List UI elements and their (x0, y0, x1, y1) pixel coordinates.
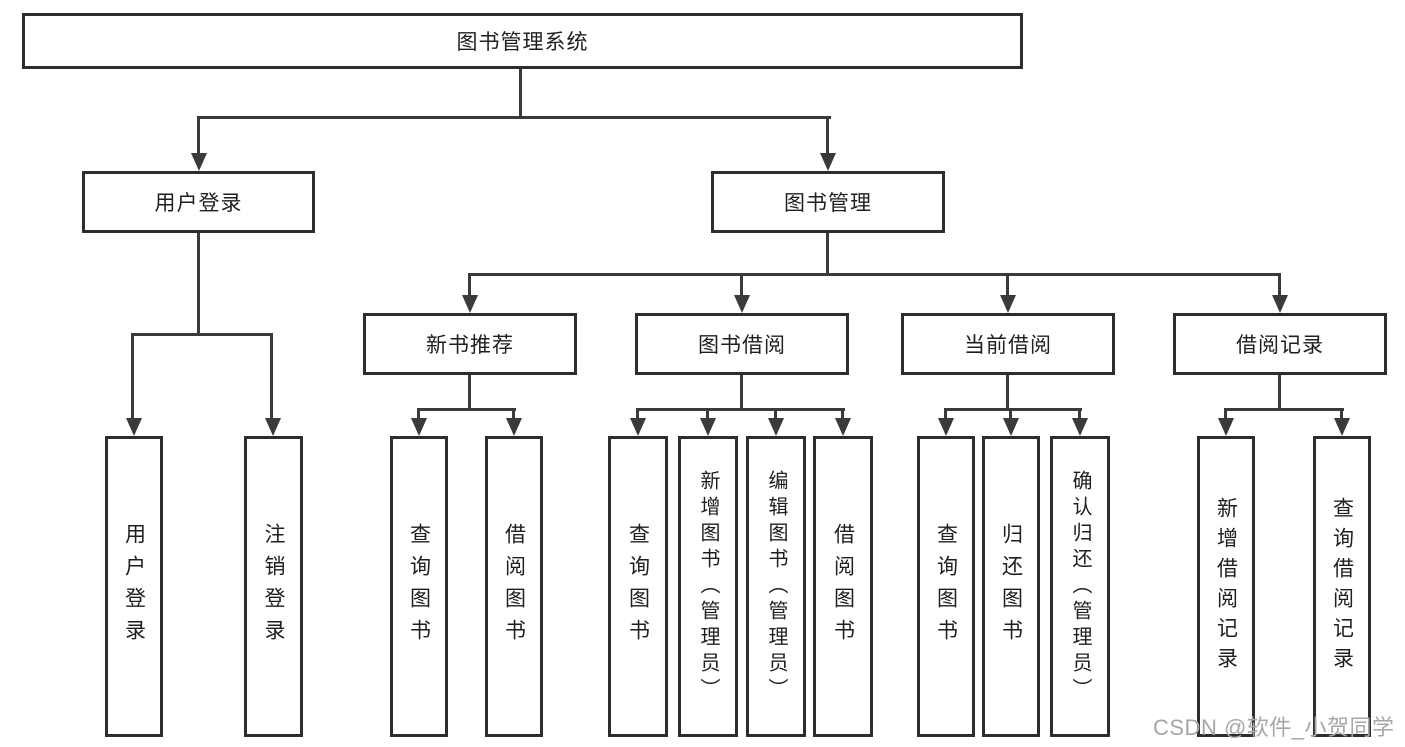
leaf-cb-query-book: 查询图书 (917, 436, 975, 737)
arrow-down-icon (1334, 418, 1350, 436)
arrow-down-icon (820, 153, 836, 171)
leaf-bb-borrow-book: 借阅图书 (813, 436, 873, 737)
arrow-down-icon (265, 418, 281, 436)
connector-line (1078, 408, 1081, 421)
node-user-login: 用户登录 (82, 171, 315, 233)
node-book-management: 图书管理 (711, 171, 945, 233)
connector-line (417, 408, 516, 411)
connector-line (1278, 375, 1281, 411)
arrow-down-icon (126, 418, 142, 436)
arrow-down-icon (411, 418, 427, 436)
leaf-logout: 注销登录 (244, 436, 303, 737)
connector-line (1224, 408, 1344, 411)
arrow-down-icon (1272, 295, 1288, 313)
connector-line (468, 273, 471, 298)
connector-line (740, 375, 743, 411)
arrow-down-icon (768, 418, 784, 436)
arrow-down-icon (938, 418, 954, 436)
arrow-down-icon (506, 418, 522, 436)
arrow-down-icon (630, 418, 646, 436)
arrow-down-icon (700, 418, 716, 436)
connector-line (826, 116, 829, 155)
arrow-down-icon (734, 295, 750, 313)
arrow-down-icon (191, 153, 207, 171)
connector-line (512, 408, 515, 421)
connector-line (270, 333, 273, 421)
leaf-bb-edit-book-admin: 编辑图书（管理员） (746, 436, 806, 737)
connector-line (519, 69, 522, 118)
leaf-rec-query-book: 查询图书 (390, 436, 448, 737)
connector-line (706, 408, 709, 421)
connector-line (1006, 375, 1009, 411)
connector-line (636, 408, 845, 411)
connector-line (131, 333, 273, 336)
node-book-borrow: 图书借阅 (635, 313, 849, 375)
arrow-down-icon (1003, 418, 1019, 436)
leaf-cb-confirm-return-admin: 确认归还（管理员） (1050, 436, 1110, 737)
connector-line (944, 408, 1082, 411)
connector-line (468, 375, 471, 411)
leaf-rec-borrow-book: 借阅图书 (485, 436, 543, 737)
connector-line (197, 116, 831, 119)
connector-line (417, 408, 420, 421)
node-library-management-system: 图书管理系统 (22, 13, 1023, 69)
connector-line (1278, 273, 1281, 298)
arrow-down-icon (1072, 418, 1088, 436)
leaf-br-add-record: 新增借阅记录 (1197, 436, 1255, 737)
connector-line (468, 273, 1281, 276)
csdn-watermark: CSDN @软件_小贺同学 (1153, 715, 1395, 740)
connector-line (1224, 408, 1227, 421)
connector-line (636, 408, 639, 421)
leaf-cb-return-book: 归还图书 (982, 436, 1040, 737)
arrow-down-icon (1218, 418, 1234, 436)
arrow-down-icon (835, 418, 851, 436)
arrow-down-icon (1000, 295, 1016, 313)
connector-line (944, 408, 947, 421)
connector-line (197, 116, 200, 155)
node-borrow-records: 借阅记录 (1173, 313, 1387, 375)
node-current-borrow: 当前借阅 (901, 313, 1115, 375)
leaf-br-query-record: 查询借阅记录 (1313, 436, 1371, 737)
connector-line (1009, 408, 1012, 421)
connector-line (1340, 408, 1343, 421)
connector-line (1006, 273, 1009, 298)
leaf-bb-query-book: 查询图书 (608, 436, 668, 737)
leaf-bb-add-book-admin: 新增图书（管理员） (678, 436, 738, 737)
arrow-down-icon (462, 295, 478, 313)
connector-line (197, 233, 200, 336)
node-new-book-recommend: 新书推荐 (363, 313, 577, 375)
connector-line (774, 408, 777, 421)
leaf-user-login: 用户登录 (105, 436, 163, 737)
connector-line (841, 408, 844, 421)
connector-line (740, 273, 743, 298)
connector-line (131, 333, 134, 421)
connector-line (826, 233, 829, 276)
